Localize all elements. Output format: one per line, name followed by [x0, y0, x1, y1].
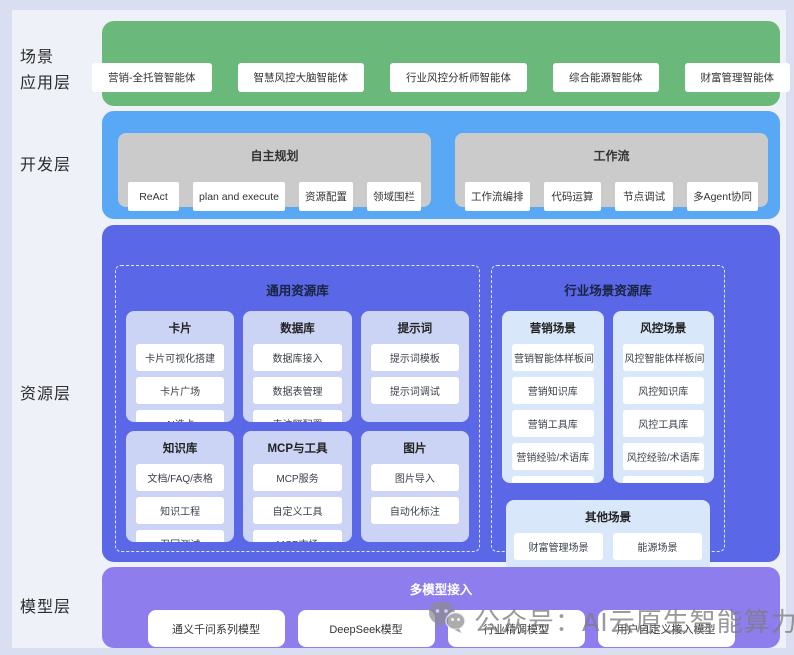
wealth-management-scenario-button[interactable]: 财富管理场景	[514, 533, 603, 560]
layer-label-application-line2: 应用层	[20, 75, 72, 92]
marketing-scenario-card: 营销场景 营销智能体样板间 营销知识库 营销工具库 营销经验/术语库 营销提示词…	[502, 311, 604, 483]
industry-resource-cards: 营销场景 营销智能体样板间 营销知识库 营销工具库 营销经验/术语库 营销提示词…	[502, 311, 714, 483]
agent-button-row: 营销-全托管智能体 智慧风控大脑智能体 行业风控分析师智能体 综合能源智能体 财…	[92, 63, 790, 92]
resource-layer-band: 通用资源库 卡片 卡片可视化搭建 卡片广场 AI选卡 数据库 数据库接入 数据表…	[102, 225, 780, 572]
database-access-button[interactable]: 数据库接入	[253, 344, 342, 371]
risk-toolkit-button[interactable]: 风控工具库	[622, 410, 704, 437]
node-debug-button[interactable]: 节点调试	[615, 182, 674, 211]
table-management-button[interactable]: 数据表管理	[253, 377, 342, 404]
doc-faq-table-button[interactable]: 文档/FAQ/表格	[136, 464, 225, 491]
card-plaza-button[interactable]: 卡片广场	[136, 377, 225, 404]
risk-prompt-library-button[interactable]: 风控提示词库	[622, 476, 704, 483]
risk-scenario-card: 风控场景 风控智能体样板间 风控知识库 风控工具库 风控经验/术语库 风控提示词…	[612, 311, 714, 483]
qwen-series-model-button[interactable]: 通义千问系列模型	[147, 610, 285, 647]
mcp-tools-group-card: MCP与工具 MCP服务 自定义工具 MCP市场	[243, 431, 352, 542]
mcp-market-button[interactable]: MCP市场	[253, 530, 342, 542]
multi-agent-button[interactable]: 多Agent协同	[687, 182, 759, 211]
energy-scenario-button[interactable]: 能源场景	[613, 533, 702, 560]
autonomous-planning-title: 自主规划	[250, 149, 299, 163]
prompt-template-button[interactable]: 提示词模板	[370, 344, 459, 371]
marketing-experience-glossary-button[interactable]: 营销经验/术语库	[512, 443, 594, 470]
deepseek-model-button[interactable]: DeepSeek模型	[297, 610, 435, 647]
react-button[interactable]: ReAct	[128, 182, 180, 211]
image-group-card: 图片 图片导入 自动化标注	[360, 431, 469, 542]
agent-energy-button[interactable]: 综合能源智能体	[553, 63, 659, 92]
other-scenarios-items: 财富管理场景 能源场景	[514, 533, 702, 560]
database-group-card: 数据库 数据库接入 数据表管理 表注释配置	[243, 311, 352, 422]
prompt-group-card: 提示词 提示词模板 提示词调试	[360, 311, 469, 422]
layer-label-application-line1: 场景	[20, 49, 55, 66]
layer-label-resource: 资源层	[20, 386, 72, 403]
image-import-button[interactable]: 图片导入	[370, 464, 459, 491]
autonomous-planning-group: 自主规划 ReAct plan and execute 资源配置 领域围栏	[118, 133, 431, 211]
marketing-scenario-title: 营销场景	[529, 323, 576, 335]
code-compute-button[interactable]: 代码运算	[543, 182, 602, 211]
auto-annotation-button[interactable]: 自动化标注	[370, 497, 459, 524]
workflow-group: 工作流 工作流编排 代码运算 节点调试 多Agent协同	[455, 133, 768, 211]
database-group-title: 数据库	[280, 323, 315, 335]
industry-resource-library: 行业场景资源库 营销场景 营销智能体样板间 营销知识库 营销工具库 营销经验/术…	[491, 265, 725, 572]
knowledge-engineering-button[interactable]: 知识工程	[136, 497, 225, 524]
architecture-diagram: 场景 应用层 开发层 资源层 模型层 营销-全托管智能体 智慧风控大脑智能体 行…	[12, 10, 790, 648]
risk-experience-glossary-button[interactable]: 风控经验/术语库	[622, 443, 704, 470]
image-group-title: 图片	[403, 443, 427, 455]
industry-resource-library-title: 行业场景资源库	[564, 284, 652, 298]
recall-test-button[interactable]: 召回测试	[136, 530, 225, 542]
general-resource-cards: 卡片 卡片可视化搭建 卡片广场 AI选卡 数据库 数据库接入 数据表管理 表注释…	[126, 311, 469, 542]
development-layer-band: 自主规划 ReAct plan and execute 资源配置 领域围栏 工作…	[102, 111, 780, 219]
industry-finetuned-model-button[interactable]: 行业精调模型	[447, 610, 585, 647]
card-group-title: 卡片	[168, 323, 192, 335]
plan-and-execute-button[interactable]: plan and execute	[193, 182, 285, 211]
prompt-debug-button[interactable]: 提示词调试	[370, 377, 459, 404]
table-annotation-button[interactable]: 表注释配置	[253, 410, 342, 422]
ai-card-select-button[interactable]: AI选卡	[136, 410, 225, 422]
workflow-title: 工作流	[593, 149, 630, 163]
resource-config-button[interactable]: 资源配置	[299, 182, 353, 211]
mcp-service-button[interactable]: MCP服务	[253, 464, 342, 491]
workflow-items: 工作流编排 代码运算 节点调试 多Agent协同	[465, 182, 759, 211]
marketing-agent-showroom-button[interactable]: 营销智能体样板间	[512, 344, 594, 371]
general-resource-library-title: 通用资源库	[266, 284, 329, 298]
mcp-tools-group-title: MCP与工具	[267, 443, 328, 455]
model-button-row: 通义千问系列模型 DeepSeek模型 行业精调模型 用户自定义接入模型	[102, 610, 780, 647]
custom-access-model-button[interactable]: 用户自定义接入模型	[597, 610, 735, 647]
agent-risk-analyst-button[interactable]: 行业风控分析师智能体	[390, 63, 527, 92]
application-layer-band: 营销-全托管智能体 智慧风控大脑智能体 行业风控分析师智能体 综合能源智能体 财…	[92, 21, 790, 106]
agent-risk-brain-button[interactable]: 智慧风控大脑智能体	[237, 63, 364, 92]
marketing-toolkit-button[interactable]: 营销工具库	[512, 410, 594, 437]
domain-guardrail-button[interactable]: 领域围栏	[367, 182, 421, 211]
custom-tools-button[interactable]: 自定义工具	[253, 497, 342, 524]
model-layer-band: 多模型接入 通义千问系列模型 DeepSeek模型 行业精调模型 用户自定义接入…	[102, 567, 780, 648]
autonomous-planning-items: ReAct plan and execute 资源配置 领域围栏	[128, 182, 421, 211]
dev-groups: 自主规划 ReAct plan and execute 资源配置 领域围栏 工作…	[118, 133, 768, 211]
marketing-prompt-library-button[interactable]: 营销提示词库	[512, 476, 594, 483]
agent-marketing-button[interactable]: 营销-全托管智能体	[92, 63, 212, 92]
multi-model-access-title: 多模型接入	[409, 583, 473, 597]
general-resource-library: 通用资源库 卡片 卡片可视化搭建 卡片广场 AI选卡 数据库 数据库接入 数据表…	[115, 265, 480, 552]
card-group-card: 卡片 卡片可视化搭建 卡片广场 AI选卡	[126, 311, 235, 422]
risk-scenario-title: 风控场景	[640, 323, 687, 335]
knowledge-group-title: 知识库	[162, 443, 198, 455]
other-scenarios-card: 其他场景 财富管理场景 能源场景	[506, 500, 710, 572]
other-scenarios-title: 其他场景	[585, 512, 631, 524]
knowledge-group-card: 知识库 文档/FAQ/表格 知识工程 召回测试	[126, 431, 235, 542]
risk-agent-showroom-button[interactable]: 风控智能体样板间	[622, 344, 705, 371]
workflow-orchestration-button[interactable]: 工作流编排	[465, 182, 530, 211]
marketing-knowledge-base-button[interactable]: 营销知识库	[512, 377, 594, 404]
layer-label-model: 模型层	[20, 599, 72, 616]
card-visual-build-button[interactable]: 卡片可视化搭建	[136, 344, 225, 371]
agent-wealth-button[interactable]: 财富管理智能体	[684, 63, 790, 92]
risk-knowledge-base-button[interactable]: 风控知识库	[622, 377, 704, 404]
layer-label-development: 开发层	[20, 157, 72, 174]
prompt-group-title: 提示词	[397, 323, 433, 335]
layer-label-application: 场景 应用层	[20, 45, 100, 97]
